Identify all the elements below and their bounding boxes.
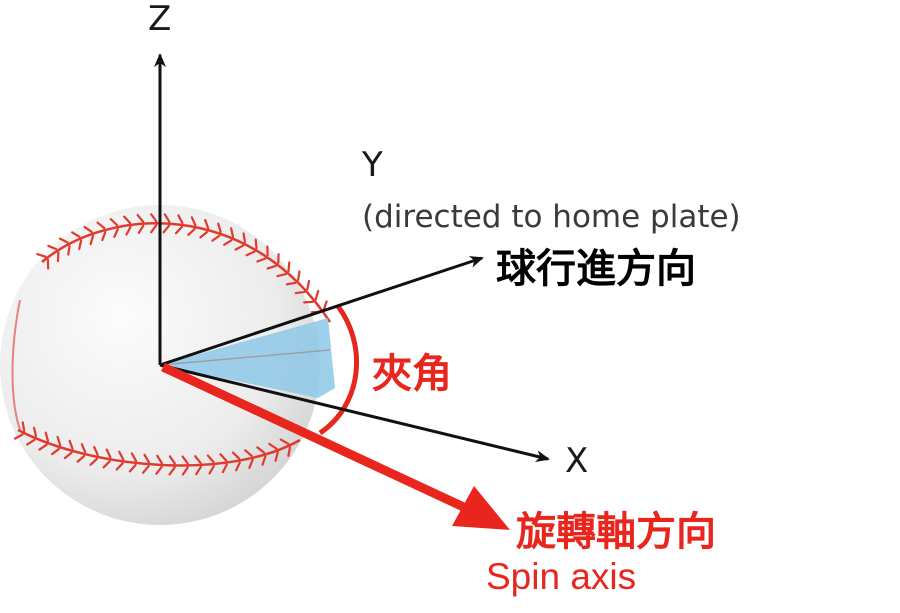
seam-stitch: [287, 283, 295, 285]
seam-stitch: [316, 291, 318, 299]
y-axis-description: (directed to home plate): [362, 202, 741, 233]
seam-stitch: [68, 246, 69, 255]
seam-stitch: [304, 302, 313, 303]
seam-stitch: [288, 447, 290, 455]
spin-axis-english-label: Spin axis: [486, 558, 636, 595]
seam-stitch: [256, 240, 257, 249]
x-axis-label: X: [565, 444, 588, 478]
seam-stitch: [37, 254, 45, 257]
seam-stitch: [244, 234, 245, 242]
ball-direction-label: 球行進方向: [496, 249, 696, 289]
y-axis-label: Y: [362, 148, 383, 182]
angle-label: 夾角: [372, 354, 452, 394]
seam-stitch: [288, 263, 289, 272]
z-axis-label: Z: [148, 2, 171, 36]
seam-stitch: [307, 281, 309, 289]
spin-axis-direction-label: 旋轉軸方向: [516, 512, 716, 552]
seam-stitch: [23, 422, 24, 430]
seam-stitch: [296, 292, 305, 293]
seam-stitch: [298, 271, 299, 279]
